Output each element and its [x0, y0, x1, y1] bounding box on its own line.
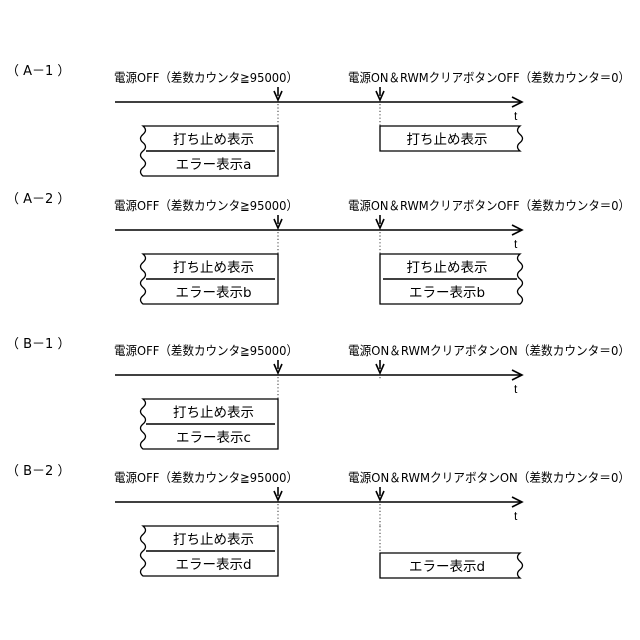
left-display-box-label: 打ち止め表示 — [173, 531, 254, 548]
left-display-box-label: 打ち止め表示 — [173, 259, 254, 276]
event-label-power-on: 電源ON＆RWMクリアボタンON（差数カウンタ＝0） — [348, 470, 630, 485]
left-display-box-label: 打ち止め表示 — [173, 131, 254, 148]
time-label: t — [514, 237, 518, 251]
section-label: （ B－1 ） — [6, 337, 70, 352]
panel-a-1: （ A－1 ） 電源OFF（差数カウンタ≧95000） 電源ON＆RWMクリアボタン… — [6, 64, 630, 176]
panel-b-1: （ B－1 ） 電源OFF（差数カウンタ≧95000） 電源ON＆RWMクリアボタン… — [6, 337, 630, 449]
panel-b-2: （ B－2 ） 電源OFF（差数カウンタ≧95000） 電源ON＆RWMクリアボタン… — [6, 464, 630, 578]
left-display-box-label: エラー表示d — [175, 557, 251, 573]
event-label-power-off: 電源OFF（差数カウンタ≧95000） — [114, 343, 298, 358]
left-display-box-label: エラー表示c — [176, 430, 251, 446]
left-display-box-label: エラー表示a — [176, 157, 252, 173]
left-display-box-label: 打ち止め表示 — [173, 404, 254, 421]
event-label-power-off: 電源OFF（差数カウンタ≧95000） — [114, 70, 298, 85]
panel-a-2: （ A－2 ） 電源OFF（差数カウンタ≧95000） 電源ON＆RWMクリアボタン… — [6, 192, 630, 304]
event-label-power-off: 電源OFF（差数カウンタ≧95000） — [114, 198, 298, 213]
right-display-box-label: 打ち止め表示 — [407, 131, 488, 148]
right-display-box-label: エラー表示b — [409, 285, 485, 301]
section-label: （ A－2 ） — [6, 192, 70, 207]
time-label: t — [514, 109, 518, 123]
time-label: t — [514, 509, 518, 523]
right-display-box-label: エラー表示d — [409, 559, 485, 575]
event-label-power-on: 電源ON＆RWMクリアボタンOFF（差数カウンタ＝0） — [348, 198, 630, 213]
event-label-power-off: 電源OFF（差数カウンタ≧95000） — [114, 470, 298, 485]
left-display-box-label: エラー表示b — [175, 285, 251, 301]
section-label: （ A－1 ） — [6, 64, 70, 79]
right-display-box-label: 打ち止め表示 — [407, 259, 488, 276]
time-label: t — [514, 382, 518, 396]
event-label-power-on: 電源ON＆RWMクリアボタンOFF（差数カウンタ＝0） — [348, 70, 630, 85]
section-label: （ B－2 ） — [6, 464, 70, 479]
event-label-power-on: 電源ON＆RWMクリアボタンON（差数カウンタ＝0） — [348, 343, 630, 358]
